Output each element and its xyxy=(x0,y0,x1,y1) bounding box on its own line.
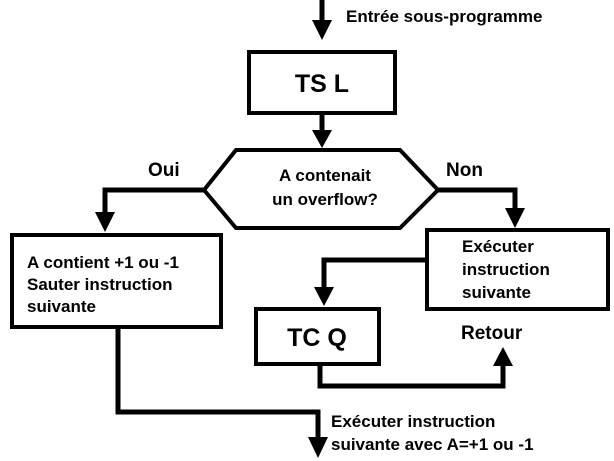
right-box-line-1: Exécuter xyxy=(462,237,534,256)
return-label: Retour xyxy=(461,323,523,344)
left-box-line-3: suivante xyxy=(27,297,96,316)
decision-line-2: un overflow? xyxy=(272,190,378,209)
left-process-box xyxy=(10,233,223,329)
ts-l-label: TS L xyxy=(295,70,349,98)
tc-q-label: TC Q xyxy=(287,324,347,352)
right-process-box xyxy=(425,228,610,311)
decision-line-1: A contenait xyxy=(279,166,371,185)
right-box-line-2: instruction xyxy=(462,260,550,279)
ts-to-decision-arrow xyxy=(312,113,332,148)
entry-label: Entrée sous-programme xyxy=(346,7,543,26)
no-branch-arrow xyxy=(438,187,525,228)
left-box-line-1: A contient +1 ou -1 xyxy=(27,253,179,272)
tc-q-box xyxy=(254,307,381,366)
exit-label-line-2: suivante avec A=+1 ou -1 xyxy=(331,435,534,454)
right-box-line-3: suivante xyxy=(462,283,531,302)
yes-branch-arrow xyxy=(95,187,204,232)
exit-label-line-1: Exécuter instruction xyxy=(331,412,495,431)
overflow-decision xyxy=(201,148,441,230)
exit-arrow xyxy=(115,327,328,458)
right-to-tc-arrow xyxy=(314,257,427,306)
tc-to-return-arrow xyxy=(317,347,513,389)
no-label: Non xyxy=(446,160,483,181)
yes-label: Oui xyxy=(148,160,180,181)
left-box-line-2: Sauter instruction xyxy=(27,275,172,294)
entry-arrow xyxy=(312,0,332,40)
